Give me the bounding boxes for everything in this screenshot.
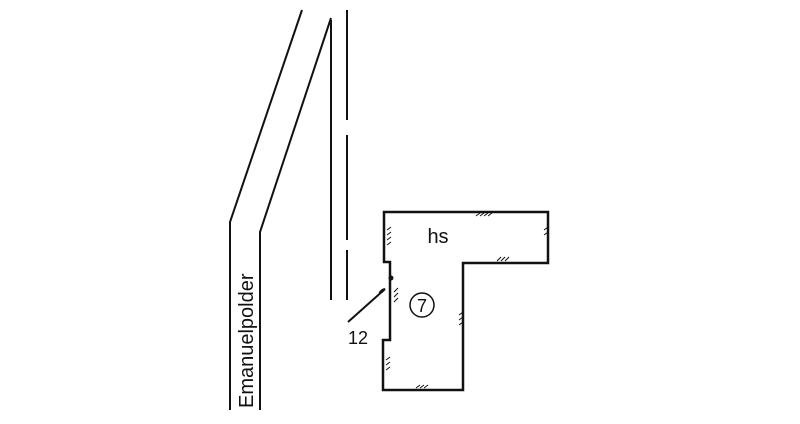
road-edge-left [229,9,303,410]
hatch-marks [385,212,549,389]
corner-dot [388,275,394,281]
pointer-line [347,288,386,323]
street-name: Emanuelpolder [236,273,258,408]
lot-number: 7 [417,296,427,316]
building-outline [381,210,550,392]
building-code: hs [427,226,448,248]
lot-number-circle [409,292,435,318]
road-edge-right [259,17,332,410]
pointer-number: 12 [348,328,368,348]
pointer-tip [378,288,386,294]
